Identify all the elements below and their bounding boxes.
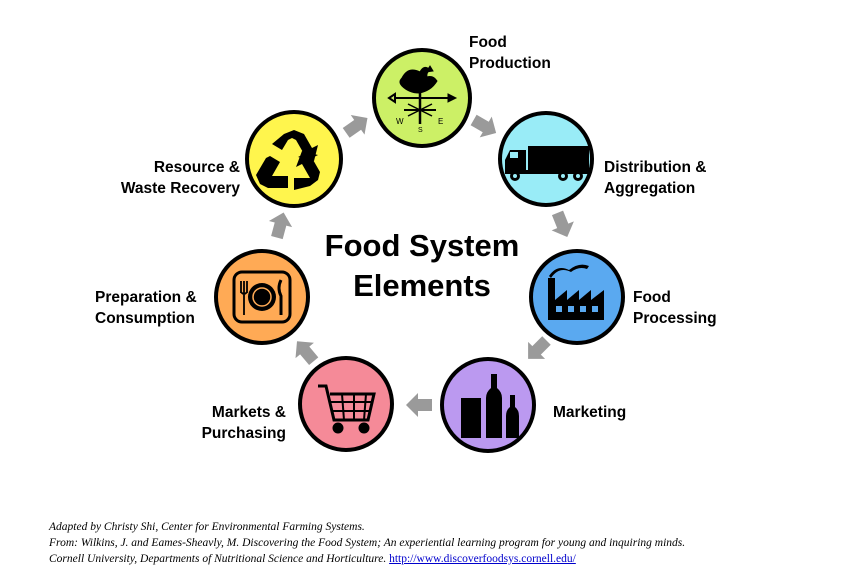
- cycle-arrow-4: [519, 332, 555, 368]
- credits-line3-text: Cornell University, Departments of Nutri…: [49, 553, 390, 565]
- resource-waste-label-line1: Resource &: [153, 159, 240, 176]
- svg-text:W: W: [396, 117, 404, 126]
- plate-utensils-icon: [232, 270, 292, 324]
- resource-waste-node: [245, 110, 343, 208]
- markets-purchasing-node: [298, 356, 394, 452]
- title-line1: Food System: [324, 228, 520, 263]
- cycle-arrow-7: [265, 209, 296, 241]
- marketing-label: Marketing: [553, 402, 626, 423]
- bottles-icon: [461, 374, 519, 438]
- food-processing-label: Food Processing: [633, 287, 717, 329]
- marketing-node: [440, 357, 536, 453]
- distribution-label-line1: Distribution &: [604, 159, 707, 176]
- diagram-title: Food System Elements: [292, 226, 552, 306]
- food-processing-label-line2: Processing: [633, 310, 717, 327]
- resource-waste-circle: [245, 110, 343, 208]
- markets-purchasing-label-line1: Markets &: [211, 404, 286, 421]
- svg-text:S: S: [418, 127, 423, 134]
- distribution-node: [498, 111, 594, 207]
- markets-purchasing-label: Markets & Purchasing: [150, 402, 286, 444]
- food-production-label-line1: Food: [469, 34, 507, 51]
- credits-line2: From: Wilkins, J. and Eames-Sheavly, M. …: [49, 537, 686, 549]
- cycle-arrow-5: [406, 393, 432, 417]
- cycle-arrow-2: [467, 109, 503, 144]
- recycle-icon: [256, 130, 320, 190]
- truck-icon: [505, 146, 591, 181]
- food-production-label: Food Production: [469, 32, 551, 74]
- markets-purchasing-label-line2: Purchasing: [201, 425, 286, 442]
- credits-line1: Adapted by Christy Shi, Center for Envir…: [49, 521, 365, 533]
- preparation-consumption-label: Preparation & Consumption: [95, 287, 197, 329]
- source-link[interactable]: http://www.discoverfoodsys.cornell.edu/: [389, 553, 576, 565]
- resource-waste-label: Resource & Waste Recovery: [90, 157, 240, 199]
- markets-purchasing-circle: [298, 356, 394, 452]
- rooster-weathervane-icon: W E S: [387, 65, 458, 134]
- distribution-label: Distribution & Aggregation: [604, 157, 706, 199]
- title-line2: Elements: [353, 268, 491, 303]
- factory-icon: [548, 264, 604, 320]
- cycle-arrow-6: [287, 333, 323, 369]
- distribution-label-line2: Aggregation: [604, 180, 696, 197]
- shopping-cart-icon: [318, 384, 376, 434]
- credits-line3: Cornell University, Departments of Nutri…: [49, 551, 849, 567]
- food-production-node: W E S: [372, 48, 472, 148]
- food-processing-node: [529, 249, 625, 345]
- marketing-label-line1: Marketing: [553, 404, 627, 421]
- preparation-consumption-label-line1: Preparation &: [95, 289, 197, 306]
- food-processing-label-line1: Food: [633, 289, 671, 306]
- svg-text:E: E: [438, 117, 443, 126]
- credits: Adapted by Christy Shi, Center for Envir…: [49, 519, 849, 567]
- resource-waste-label-line2: Waste Recovery: [120, 180, 240, 197]
- cycle-arrow-1: [339, 108, 375, 143]
- preparation-consumption-node: [214, 249, 310, 345]
- food-production-label-line2: Production: [469, 55, 551, 72]
- preparation-consumption-label-line2: Consumption: [95, 310, 195, 327]
